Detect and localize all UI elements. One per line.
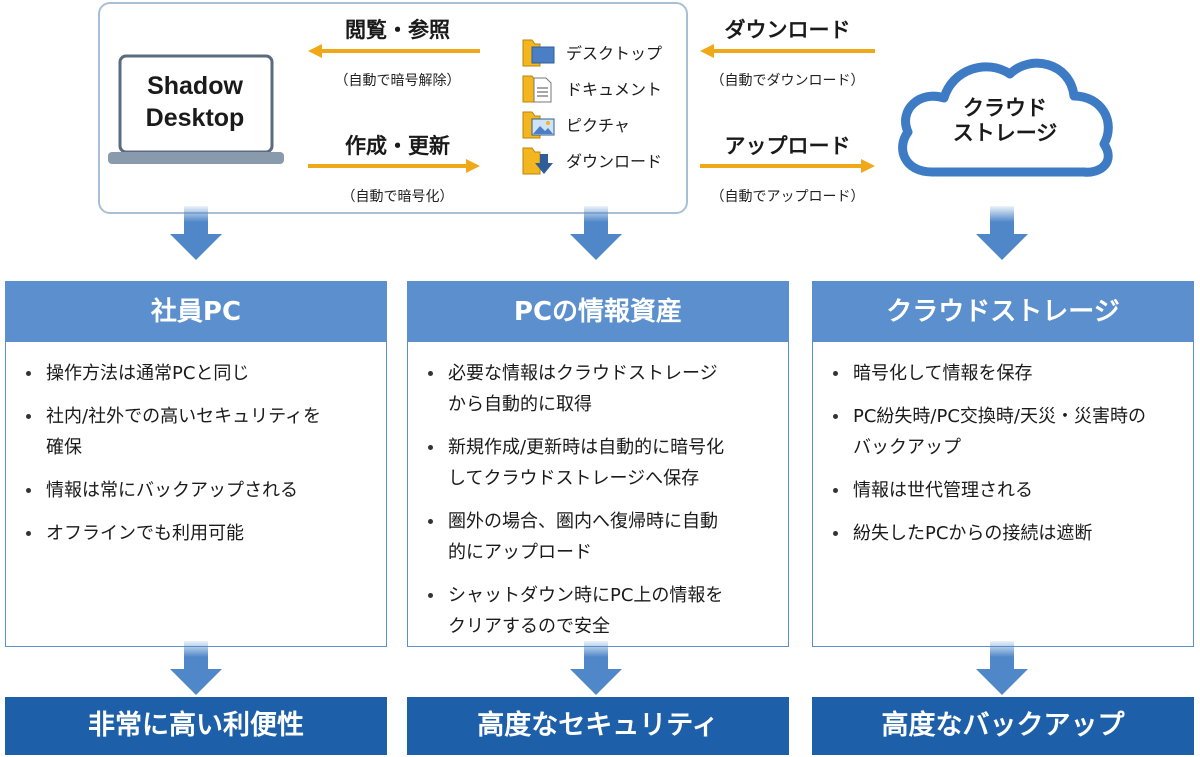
folder-item-desktop: デスクトップ: [520, 34, 690, 70]
list-item: 暗号化して情報を保存: [831, 358, 1179, 389]
folder-list: デスクトップ ドキュメント ピクチャ ダウンロード: [520, 34, 690, 178]
laptop-icon: [108, 54, 284, 164]
panel-title: PCの情報資産: [408, 282, 788, 342]
list-item: 圏外の場合、圏内へ復帰時に自動的にアップロード: [426, 506, 774, 568]
list-item: シャットダウン時にPC上の情報をクリアするので安全: [426, 580, 774, 642]
folder-document-icon: [522, 75, 552, 103]
list-item: 社内/社外での高いセキュリティを確保: [24, 401, 372, 463]
result-backup: 高度なバックアップ: [812, 697, 1194, 755]
list-item: 情報は常にバックアップされる: [24, 475, 372, 506]
folder-picture-icon: [522, 111, 555, 139]
cloud-storage-label: クラウド ストレージ: [952, 96, 1058, 145]
down-arrow-icon: [570, 206, 622, 260]
feature-list: 暗号化して情報を保存 PC紛失時/PC交換時/天災・災害時のバックアップ 情報は…: [813, 342, 1193, 549]
auto-decrypt-note: （自動で暗号解除）: [334, 73, 461, 89]
panel-cloud-storage: クラウドストレージ 暗号化して情報を保存 PC紛失時/PC交換時/天災・災害時の…: [812, 281, 1194, 647]
feature-list: 必要な情報はクラウドストレージから自動的に取得 新規作成/更新時は自動的に暗号化…: [408, 342, 788, 642]
panel-title: クラウドストレージ: [813, 282, 1193, 342]
folder-download-icon: [522, 147, 553, 175]
arrow-left-icon: [700, 44, 875, 58]
list-item: 必要な情報はクラウドストレージから自動的に取得: [426, 358, 774, 420]
download-title: ダウンロード: [724, 18, 851, 42]
list-item: PC紛失時/PC交換時/天災・災害時のバックアップ: [831, 401, 1179, 463]
list-item: 情報は世代管理される: [831, 475, 1179, 506]
panel-employee-pc: 社員PC 操作方法は通常PCと同じ 社内/社外での高いセキュリティを確保 情報は…: [5, 281, 387, 647]
create-update-title: 作成・更新: [345, 134, 450, 158]
list-item: 紛失したPCからの接続は遮断: [831, 518, 1179, 549]
arrow-right-icon: [700, 159, 875, 173]
folder-desktop-icon: [522, 39, 555, 67]
down-arrow-icon: [976, 206, 1028, 260]
list-item: オフラインでも利用可能: [24, 518, 372, 549]
folder-item-download: ダウンロード: [520, 142, 690, 178]
auto-download-note: （自動でダウンロード）: [710, 73, 865, 89]
auto-upload-note: （自動でアップロード）: [710, 189, 865, 205]
upload-title: アップロード: [724, 134, 851, 158]
down-arrow-icon: [170, 206, 222, 260]
auto-encrypt-note: （自動で暗号化）: [341, 189, 454, 205]
down-arrow-icon: [570, 641, 622, 695]
down-arrow-icon: [170, 641, 222, 695]
panel-pc-info-assets: PCの情報資産 必要な情報はクラウドストレージから自動的に取得 新規作成/更新時…: [407, 281, 789, 647]
cloud-icon: [898, 58, 1113, 177]
list-item: 新規作成/更新時は自動的に暗号化してクラウドストレージへ保存: [426, 432, 774, 494]
result-security: 高度なセキュリティ: [407, 697, 789, 755]
down-arrow-icon: [976, 641, 1028, 695]
arrow-right-icon: [308, 159, 480, 173]
folder-item-picture: ピクチャ: [520, 106, 690, 142]
result-convenience: 非常に高い利便性: [5, 697, 387, 755]
view-reference-title: 閲覧・参照: [345, 18, 450, 42]
folder-item-document: ドキュメント: [520, 70, 690, 106]
list-item: 操作方法は通常PCと同じ: [24, 358, 372, 389]
panel-title: 社員PC: [6, 282, 386, 342]
shadow-desktop-label: Shadow Desktop: [145, 72, 245, 132]
arrow-left-icon: [308, 44, 480, 58]
feature-list: 操作方法は通常PCと同じ 社内/社外での高いセキュリティを確保 情報は常にバック…: [6, 342, 386, 549]
